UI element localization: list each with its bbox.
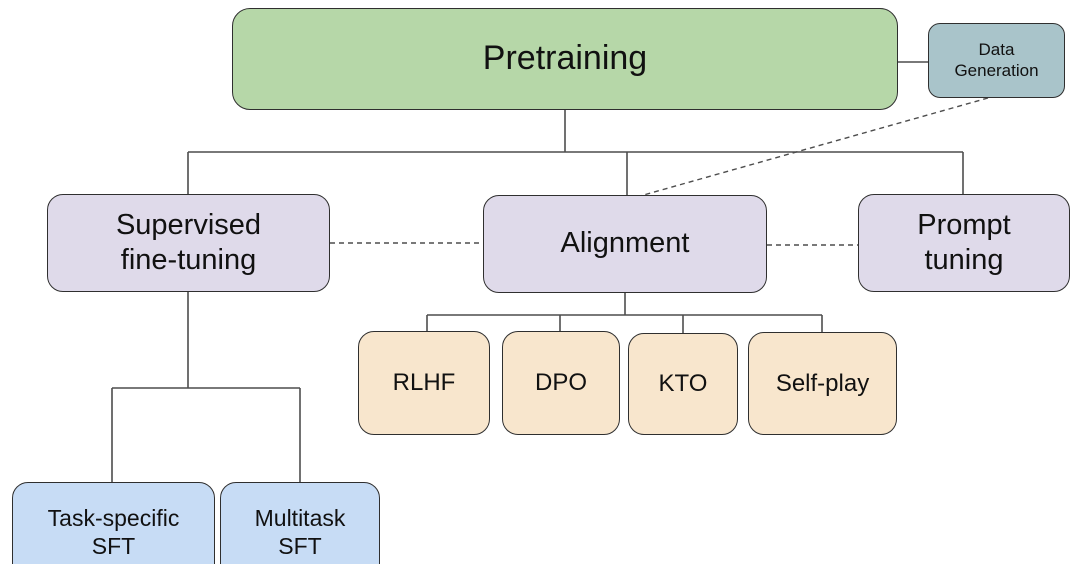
node-self-play: Self-play: [748, 332, 897, 435]
node-kto: KTO: [628, 333, 738, 435]
node-multitask-sft: Multitask SFT: [220, 482, 380, 564]
node-supervised-fine-tuning: Supervised fine-tuning: [47, 194, 330, 292]
node-data-generation: Data Generation: [928, 23, 1065, 98]
node-alignment: Alignment: [483, 195, 767, 293]
node-prompt-tuning: Prompt tuning: [858, 194, 1070, 292]
connector-datagen-alignment-dashed: [639, 97, 989, 197]
node-task-specific-sft: Task-specific SFT: [12, 482, 215, 564]
node-dpo: DPO: [502, 331, 620, 435]
node-rlhf: RLHF: [358, 331, 490, 435]
node-pretraining: Pretraining: [232, 8, 898, 110]
